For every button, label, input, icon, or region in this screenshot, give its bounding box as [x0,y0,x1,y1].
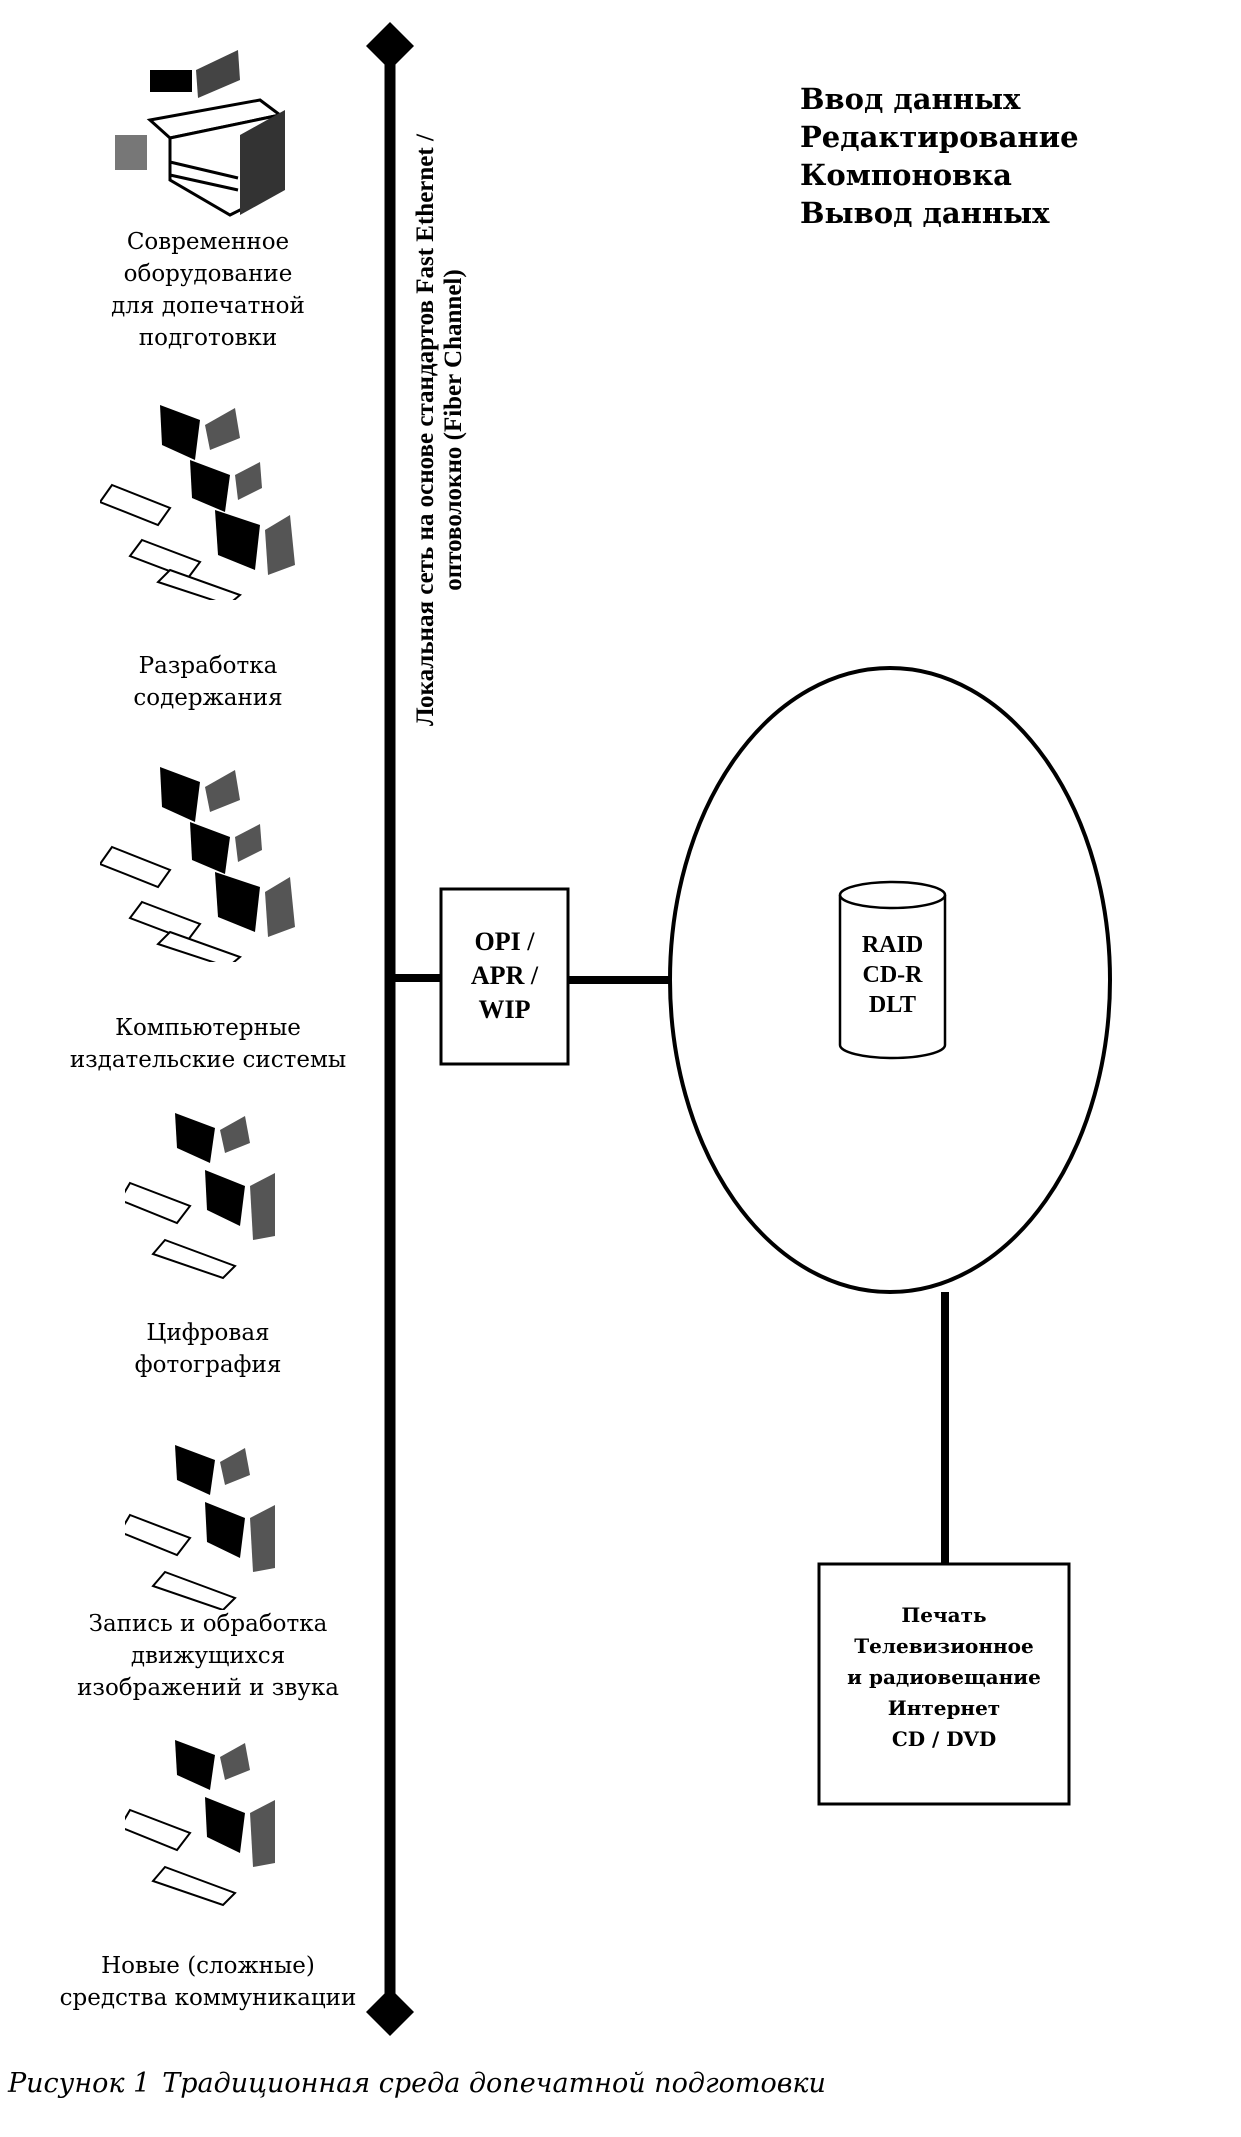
bus-end-bottom-diamond [366,1988,414,2036]
device-label-desktop-publishing: Компьютерные издательские системы [58,1012,358,1076]
label-line: Запись и обработка [88,1611,328,1637]
server-label-line: APR / [470,961,539,990]
label-line: издательские системы [69,1047,347,1073]
figure-title: Традиционная среда допечатной подготовки [162,2068,826,2099]
storage-label-line: DLT [868,992,917,1018]
label-line: Цифровая [146,1320,270,1346]
workstations-icon [100,405,295,600]
label-line: движущихся [130,1643,286,1669]
function-item: Ввод данных [800,82,1021,116]
figure-number: Рисунок 1 [8,2068,151,2099]
output-label-line: и радиовещание [847,1665,1041,1689]
storage-label-line: RAID [861,932,924,958]
label-line: подготовки [138,325,278,351]
label-line: содержания [133,685,283,711]
device-label-new-communications: Новые (сложные) средства коммуникации [58,1950,358,2014]
server-label-line: OPI / [474,927,535,956]
function-item: Компоновка [800,158,1012,192]
function-item: Вывод данных [800,196,1050,230]
output-label-line: Интернет [887,1696,1001,1720]
workstations-icon [125,1740,275,1907]
storage-label: RAID CD-R DLT [840,930,945,1020]
storage-ellipse [668,666,1112,1294]
database-cylinder-icon [838,880,947,1060]
label-line: Новые (сложные) [101,1953,315,1979]
device-label-video-audio: Запись и обработка движущихся изображени… [58,1608,358,1704]
workstations-icon [100,767,295,962]
output-box [817,1562,1071,1806]
device-label-digital-photography: Цифровая фотография [58,1317,358,1381]
label-line: Компьютерные [115,1015,301,1041]
functions-list: Ввод данных Редактирование Компоновка Вы… [800,80,1079,232]
workstations-icon [125,1445,275,1610]
server-box-label: OPI / APR / WIP [441,925,568,1027]
label-line: для допечатной [111,293,305,319]
output-label-line: Печать [901,1603,987,1627]
bus-end-top-diamond [366,22,414,70]
printer-icon [115,50,285,217]
figure-caption: Рисунок 1 Традиционная среда допечатной п… [8,2068,826,2099]
bus-label-line: оптоволокно (Fiber Channel) [440,269,467,591]
output-label-line: Телевизионное [854,1634,1034,1658]
label-line: Разработка [138,653,278,679]
server-label-line: WIP [478,995,531,1024]
label-line: Современное [126,229,290,255]
workstations-icon [125,1113,275,1280]
output-box-label: Печать Телевизионное и радиовещание Инте… [819,1600,1069,1755]
label-line: изображений и звука [77,1675,339,1701]
device-label-content-development: Разработка содержания [58,650,358,714]
server-box [439,887,570,1066]
device-label-prepress-equipment: Современное оборудование для допечатной … [58,226,358,354]
storage-label-line: CD-R [862,962,923,988]
network-bus-label: Локальная сеть на основе стандартов Fast… [412,30,472,830]
label-line: фотография [134,1352,282,1378]
label-line: средства коммуникации [59,1985,357,2011]
function-item: Редактирование [800,120,1079,154]
bus-label-line: Локальная сеть на основе стандартов Fast… [412,134,439,726]
output-label-line: CD / DVD [891,1727,997,1751]
label-line: оборудование [123,261,293,287]
